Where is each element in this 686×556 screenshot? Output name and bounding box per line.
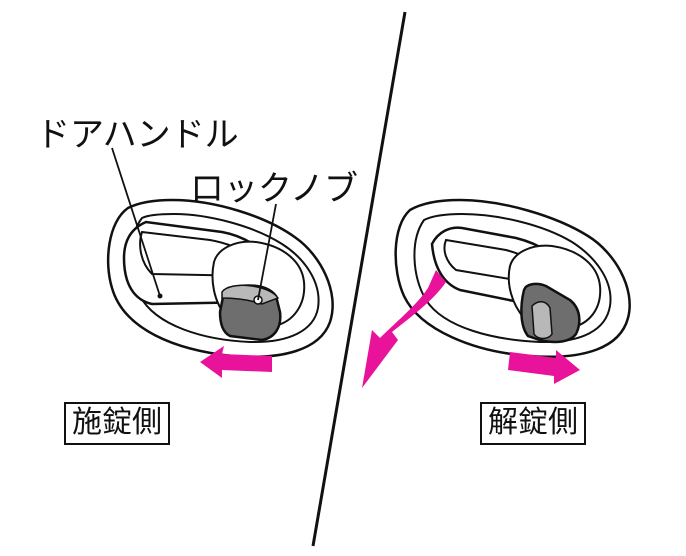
unlocked-direction-arrow [508, 350, 580, 384]
unlocked-side-label: 解錠側 [480, 402, 586, 445]
divider-line [311, 11, 407, 547]
unlocked-handle-assembly [362, 198, 631, 388]
door-handle-leader-dot [157, 293, 163, 299]
locked-lock-knob-top [221, 284, 280, 305]
lock-knob-label: ロックノブ [190, 169, 358, 209]
unlocked-lock-knob-face [531, 301, 553, 340]
door-handle-label: ドアハンドル [36, 115, 239, 155]
locked-handle-assembly [106, 147, 334, 378]
unlocked-rotation-arrow [362, 270, 446, 388]
locked-direction-arrow [200, 346, 272, 378]
locked-side-label: 施錠側 [64, 402, 170, 445]
lock-knob-leader [257, 203, 277, 301]
door-handle-leader [111, 147, 161, 297]
